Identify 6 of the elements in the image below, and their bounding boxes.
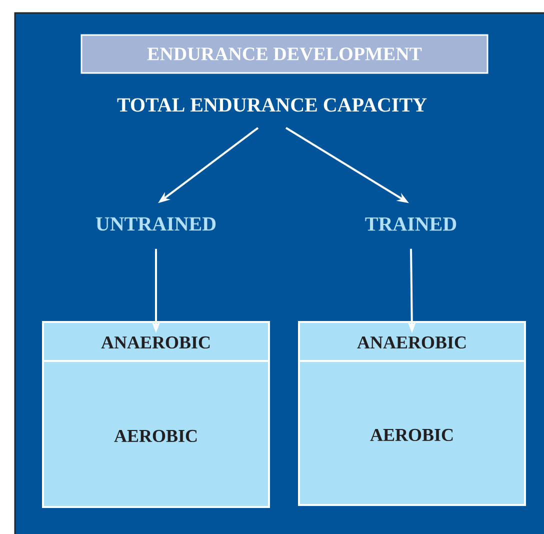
heading-text: TOTAL ENDURANCE CAPACITY <box>117 98 427 112</box>
stacked-box: ANAEROBIC AEROBIC <box>42 320 270 508</box>
stacked-box: ANAEROBIC AEROBIC <box>298 320 526 506</box>
title-box: ENDURANCE DEVELOPMENT <box>80 34 488 74</box>
category-label: UNTRAINED <box>96 217 216 231</box>
category-label: TRAINED <box>365 217 456 231</box>
